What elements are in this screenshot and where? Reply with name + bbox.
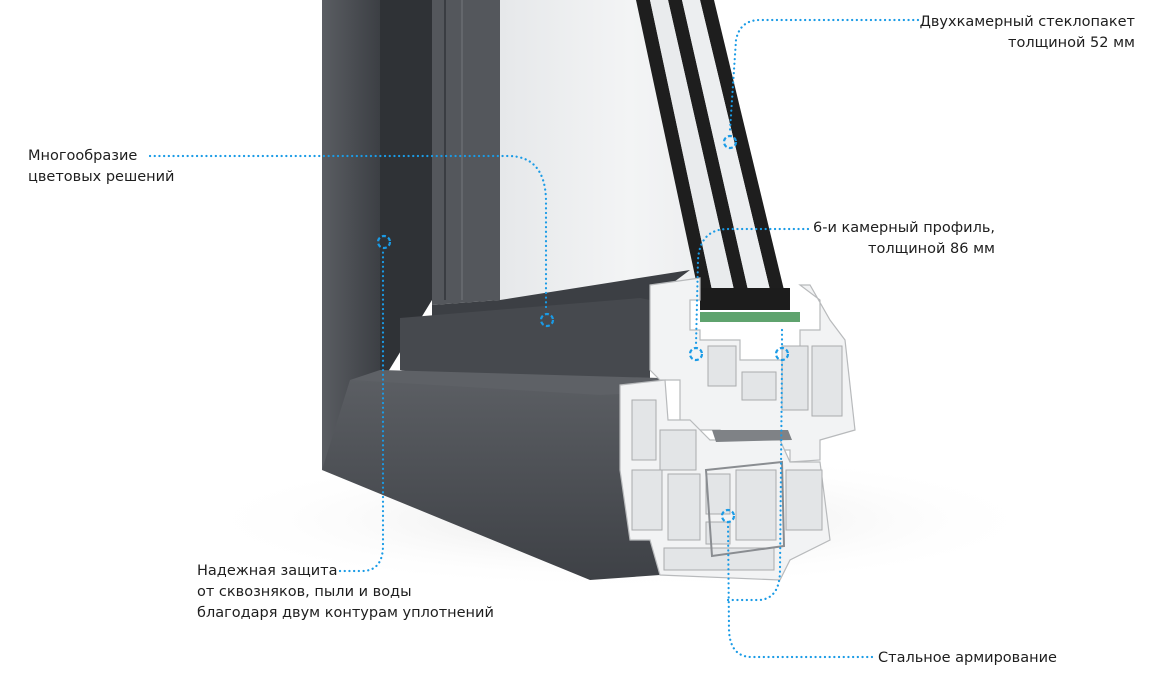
callout-profile: 6-и камерный профиль, толщиной 86 мм (813, 218, 995, 260)
black-gasket (700, 288, 790, 310)
callout-seal-line1: Надежная защита (197, 561, 494, 582)
callout-profile-line1: 6-и камерный профиль, (813, 218, 995, 239)
callout-seal-line2: от сквозняков, пыли и воды (197, 582, 494, 603)
steel-reinforcement (712, 430, 792, 442)
callout-seal-protection: Надежная защита от сквозняков, пыли и во… (197, 561, 494, 624)
callout-glass-line1: Двухкамерный стеклопакет (920, 12, 1135, 33)
callout-profile-line2: толщиной 86 мм (813, 239, 995, 260)
callout-color-line2: цветовых решений (28, 167, 174, 188)
callout-color-line1: Многообразие (28, 146, 174, 167)
glass-leader (730, 20, 918, 130)
green-spacer (700, 312, 800, 322)
callout-seal-line3: благодаря двум контурам уплотнений (197, 603, 494, 624)
callout-glass-line2: толщиной 52 мм (920, 33, 1135, 54)
callout-steel-line1: Стальное армирование (878, 648, 1057, 669)
callout-steel-reinforcement: Стальное армирование (878, 648, 1057, 669)
sash-vertical (432, 0, 500, 305)
callout-color-options: Многообразие цветовых решений (28, 146, 174, 188)
callout-glass-unit: Двухкамерный стеклопакет толщиной 52 мм (920, 12, 1135, 54)
